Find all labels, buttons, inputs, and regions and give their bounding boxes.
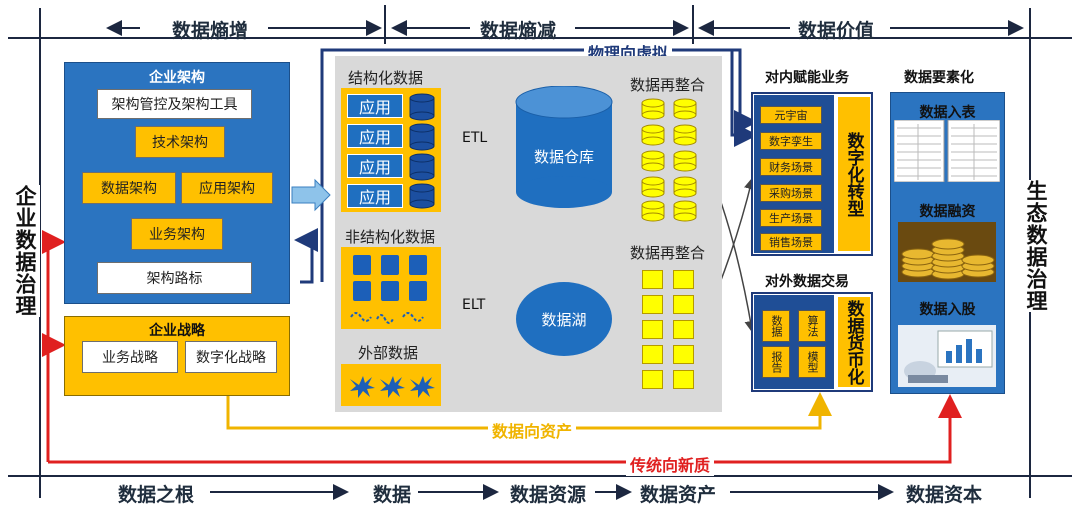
arch-box-business: 业务架构 [131, 218, 223, 250]
data-warehouse-cylinder [515, 86, 613, 208]
header-data-value: 数据价值 [798, 20, 875, 42]
data-warehouse-label: 数据仓库 [533, 148, 594, 166]
external-data-block [341, 364, 441, 406]
enterprise-architecture-title: 企业架构 [149, 70, 205, 86]
app-label: 应用 [347, 154, 403, 178]
burst-icons [350, 376, 435, 398]
header-entropy-decrease: 数据熵减 [480, 20, 557, 42]
reintegrated-cylinders [641, 98, 697, 222]
external-item-model: 模型 [798, 346, 826, 378]
structured-data-block: 应用 应用 应用 应用 [341, 88, 441, 212]
internal-title: 对内赋能业务 [765, 70, 849, 86]
structured-data-label: 结构化数据 [348, 69, 424, 87]
external-item-report: 报告 [762, 346, 790, 378]
bottom-data: 数据 [373, 484, 412, 506]
strategy-digital: 数字化战略 [185, 341, 277, 373]
internal-item-procurement: 采购场景 [760, 184, 822, 202]
coins-image [898, 222, 996, 282]
factorization-title: 数据要素化 [904, 70, 974, 86]
data-lake-circle: 数据湖 [516, 282, 612, 356]
document-icons [350, 255, 427, 324]
label-data-to-asset: 数据向资产 [488, 418, 577, 442]
spreadsheet-image [894, 120, 1000, 182]
bottom-data-capital: 数据资本 [906, 484, 983, 506]
internal-item-sales: 销售场景 [760, 233, 822, 251]
etl-label: ETL [462, 130, 488, 146]
arch-box-data: 数据架构 [82, 172, 176, 204]
app-label: 应用 [347, 124, 403, 148]
elt-label: ELT [462, 297, 486, 313]
bottom-data-asset: 数据资产 [640, 484, 717, 506]
strategy-business: 业务战略 [82, 341, 178, 373]
reintegrated-squares [642, 270, 702, 396]
internal-item-production: 生产场景 [760, 209, 822, 227]
reintegrate-label-top: 数据再整合 [630, 76, 706, 94]
internal-item-digital-twin: 数字孪生 [760, 132, 822, 150]
external-trade-title: 对外数据交易 [765, 274, 849, 290]
factorization-item-financing: 数据融资 [919, 204, 976, 220]
arch-box-technology: 技术架构 [135, 126, 225, 158]
arch-box-roadmap: 架构路标 [97, 262, 252, 294]
enterprise-strategy-title: 企业战略 [149, 323, 205, 339]
header-entropy-increase: 数据熵增 [172, 20, 249, 42]
factorization-item-equity: 数据入股 [919, 302, 976, 318]
unstructured-data-block [341, 247, 441, 329]
arch-box-governance-tools: 架构管控及架构工具 [97, 89, 252, 119]
left-vertical-label: 企业数据治理 [10, 185, 40, 317]
factorization-item-balance-sheet: 数据入表 [919, 105, 976, 121]
business-chart-image [898, 325, 996, 387]
arch-box-application: 应用架构 [181, 172, 273, 204]
bottom-data-root: 数据之根 [118, 484, 195, 506]
right-vertical-label: 生态数据治理 [1021, 180, 1051, 312]
label-traditional-to-new: 传统向新质 [626, 452, 715, 476]
external-item-algorithm: 算法 [798, 310, 826, 342]
data-monetization-label: 数据货币化 [838, 297, 870, 387]
reintegrate-label-bottom: 数据再整合 [630, 244, 706, 262]
bottom-data-resource: 数据资源 [510, 484, 587, 506]
internal-item-finance: 财务场景 [760, 158, 822, 176]
database-icons [409, 93, 435, 209]
app-label: 应用 [347, 184, 403, 208]
external-data-label: 外部数据 [358, 344, 419, 362]
external-item-data: 数据 [762, 310, 790, 342]
unstructured-data-label: 非结构化数据 [345, 228, 436, 246]
app-label: 应用 [347, 94, 403, 118]
internal-item-metaverse: 元宇宙 [760, 106, 822, 124]
digital-transformation-label: 数字化转型 [838, 97, 870, 251]
